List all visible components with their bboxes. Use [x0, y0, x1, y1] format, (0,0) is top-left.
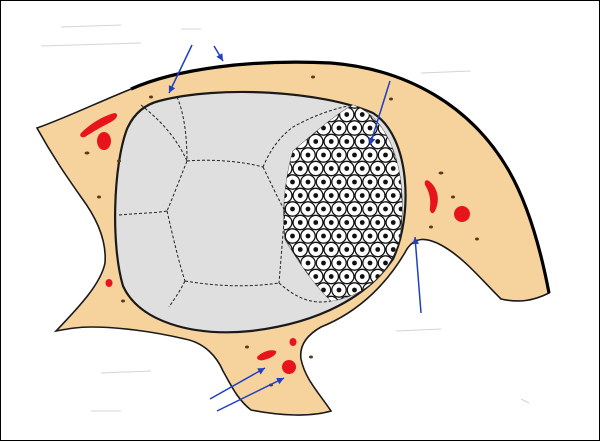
axon-core	[313, 247, 318, 252]
axon-core	[344, 112, 349, 117]
axon-core	[352, 180, 357, 185]
axon-core	[337, 207, 342, 212]
axon-core	[375, 247, 380, 252]
axon-core	[375, 193, 380, 198]
axon-core	[368, 207, 373, 212]
axon-core	[406, 274, 411, 279]
axon-core	[290, 180, 295, 185]
myelin-sheath	[394, 283, 408, 297]
axon-core	[329, 139, 334, 144]
axon-core	[391, 274, 396, 279]
axon-core	[399, 288, 404, 293]
axon-core	[298, 193, 303, 198]
vessel-right	[454, 206, 470, 222]
axon-core	[313, 193, 318, 198]
axon-core	[344, 274, 349, 279]
axon-core	[383, 234, 388, 239]
axon-core	[383, 153, 388, 158]
axon-core	[352, 207, 357, 212]
axon-core	[360, 193, 365, 198]
axon-core	[352, 288, 357, 293]
axon-core	[313, 139, 318, 144]
myelin-sheath	[371, 296, 385, 310]
vessel-small-left	[106, 279, 113, 287]
axon-core	[360, 112, 365, 117]
arrow-right-sheath	[415, 237, 421, 313]
axon-core	[290, 234, 295, 239]
axon-core	[329, 220, 334, 225]
axon-core	[375, 301, 380, 306]
axon-core	[360, 220, 365, 225]
axon-core	[368, 234, 373, 239]
axon-core	[368, 261, 373, 266]
axon-core	[321, 234, 326, 239]
axon-core	[383, 207, 388, 212]
axon-core	[344, 139, 349, 144]
axon-core	[337, 261, 342, 266]
axon-core	[306, 180, 311, 185]
myelin-sheath	[386, 296, 400, 310]
axon-core	[321, 261, 326, 266]
axon-core	[368, 153, 373, 158]
axon-core	[321, 153, 326, 158]
axon-core	[313, 220, 318, 225]
myelin-sheath	[402, 296, 416, 310]
axon-core	[298, 166, 303, 171]
axon-core	[306, 153, 311, 158]
axon-core	[344, 166, 349, 171]
axon-core	[321, 207, 326, 212]
axon-core	[337, 288, 342, 293]
vessel-bottom	[282, 360, 296, 374]
axon-core	[344, 220, 349, 225]
axon-core	[360, 247, 365, 252]
axon-core	[352, 126, 357, 131]
vessel-left	[97, 132, 111, 150]
axon-core	[313, 274, 318, 279]
axon-core	[360, 166, 365, 171]
axon-core	[368, 126, 373, 131]
axon-core	[298, 247, 303, 252]
axon-core	[368, 180, 373, 185]
axon-core	[352, 261, 357, 266]
axon-core	[375, 220, 380, 225]
axon-core	[337, 234, 342, 239]
axon-core	[306, 234, 311, 239]
axon-core	[375, 139, 380, 144]
axon-core	[329, 166, 334, 171]
myelin-sheath	[402, 269, 416, 283]
axon-core	[329, 193, 334, 198]
axon-core	[383, 180, 388, 185]
axon-core	[360, 274, 365, 279]
axon-core	[329, 247, 334, 252]
axon-core	[344, 193, 349, 198]
axon-core	[337, 153, 342, 158]
axon-core	[298, 220, 303, 225]
axon-core	[344, 247, 349, 252]
axon-core	[391, 193, 396, 198]
axon-core	[391, 220, 396, 225]
axon-core	[329, 274, 334, 279]
axon-core	[406, 301, 411, 306]
axon-core	[391, 166, 396, 171]
axon-core	[290, 207, 295, 212]
axon-core	[313, 166, 318, 171]
axon-core	[360, 139, 365, 144]
axon-core	[352, 234, 357, 239]
axon-core	[321, 180, 326, 185]
vessel-bottom-small	[290, 338, 297, 346]
axon-core	[383, 261, 388, 266]
axon-core	[352, 153, 357, 158]
axon-core	[337, 180, 342, 185]
axon-core	[391, 301, 396, 306]
axon-core	[337, 126, 342, 131]
axon-core	[306, 261, 311, 266]
axon-core	[383, 288, 388, 293]
axon-core	[306, 207, 311, 212]
axon-core	[391, 247, 396, 252]
axon-core	[375, 166, 380, 171]
